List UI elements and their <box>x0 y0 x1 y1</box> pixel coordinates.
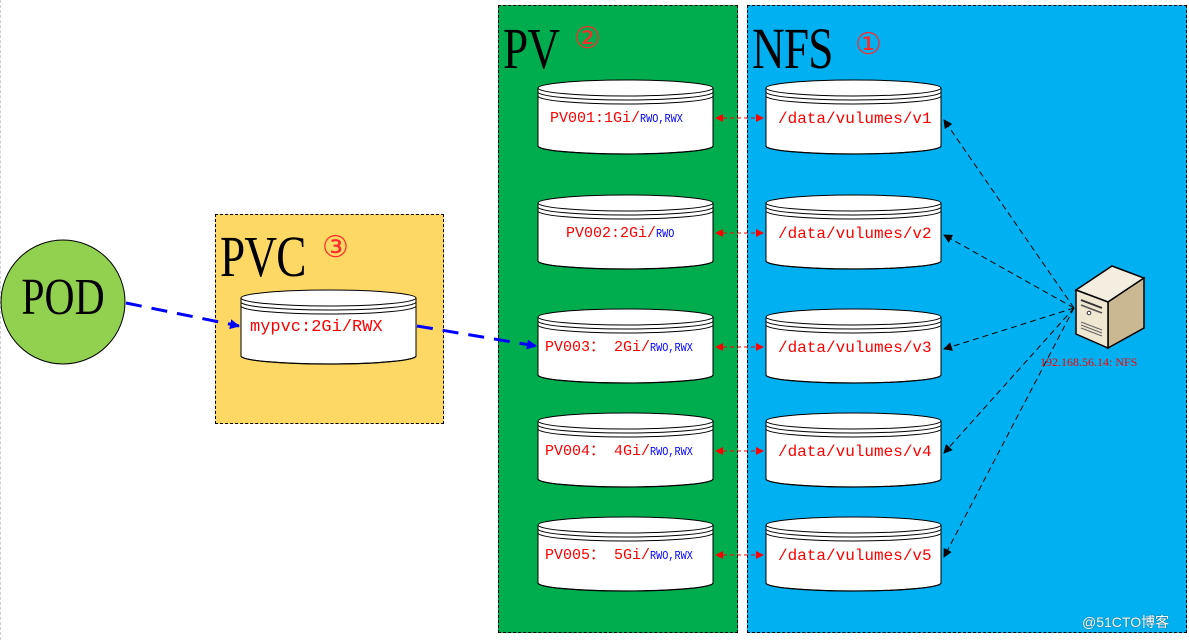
pv-access-modes: RWO <box>656 227 675 241</box>
pv-step-number: ② <box>574 22 601 55</box>
nfs-step-number: ① <box>855 28 882 61</box>
pv-name: PV001:1Gi/ <box>550 110 641 127</box>
nfs-export-path: /data/vulumes/v2 <box>778 225 932 243</box>
nfs-export-path: /data/vulumes/v4 <box>778 443 932 461</box>
nfs-export-cylinder[interactable] <box>765 412 942 488</box>
server-export-arrow <box>943 307 1075 351</box>
pv-access-modes: RWO,RWX <box>650 341 693 355</box>
nfs-export-path: /data/vulumes/v1 <box>778 110 932 128</box>
nfs-export-cylinder[interactable] <box>765 194 942 270</box>
pv-name: PV003： 2Gi/ <box>545 339 651 356</box>
pv-cylinder[interactable] <box>537 194 714 270</box>
nfs-server-label: 192.168.56.14: NFS <box>1040 355 1138 369</box>
nfs-export-cylinder[interactable] <box>765 79 942 155</box>
nfs-export-cylinder[interactable] <box>765 516 942 592</box>
pod-to-pvc-arrow <box>125 301 240 330</box>
nfs-export-path: /data/vulumes/v3 <box>778 339 932 357</box>
pvc-claim-label: mypvc:2Gi/RWX <box>250 318 383 337</box>
server-export-arrow <box>943 307 1075 454</box>
pv-volume-label: PV004： 4Gi/RWO,RWX <box>545 444 700 459</box>
pv-access-modes: RWO,RWX <box>650 445 693 459</box>
server-export-arrow <box>943 307 1075 558</box>
watermark: @51CTO博客 <box>1082 614 1170 630</box>
server-export-arrow <box>943 234 1075 309</box>
pv-volume-label: PV005： 5Gi/RWO,RWX <box>545 548 700 563</box>
pv-cylinder[interactable] <box>537 412 714 488</box>
pod-label: POD <box>21 269 105 326</box>
pv-name: PV004： 4Gi/ <box>545 443 651 460</box>
pv-cylinder[interactable] <box>537 308 714 384</box>
pvc-to-pv-arrow <box>416 324 537 350</box>
pv-name: PV005： 5Gi/ <box>545 547 651 564</box>
pv-volume-label: PV002:2Gi/RWO <box>566 226 678 241</box>
pv-volume-label: PV001:1Gi/RWO,RWX <box>550 111 690 126</box>
pvc-title: PVC <box>220 224 306 289</box>
pv-access-modes: RWO,RWX <box>650 549 693 563</box>
pvc-step-number: ③ <box>322 231 349 264</box>
pv-cylinder[interactable] <box>537 516 714 592</box>
server-export-arrow <box>943 119 1075 309</box>
pvc-claim-cylinder[interactable] <box>240 289 417 365</box>
pv-access-modes: RWO,RWX <box>640 112 683 126</box>
pv-cylinder[interactable] <box>537 79 714 155</box>
pv-title: PV <box>503 16 560 81</box>
nfs-title: NFS <box>752 16 833 81</box>
pod-circle[interactable] <box>0 239 126 365</box>
canvas-edge <box>0 0 3 640</box>
server-icon[interactable] <box>1074 265 1146 350</box>
nfs-export-path: /data/vulumes/v5 <box>778 547 932 565</box>
pv-name: PV002:2Gi/ <box>566 225 657 242</box>
pv-volume-label: PV003： 2Gi/RWO,RWX <box>545 340 700 355</box>
nfs-export-cylinder[interactable] <box>765 308 942 384</box>
